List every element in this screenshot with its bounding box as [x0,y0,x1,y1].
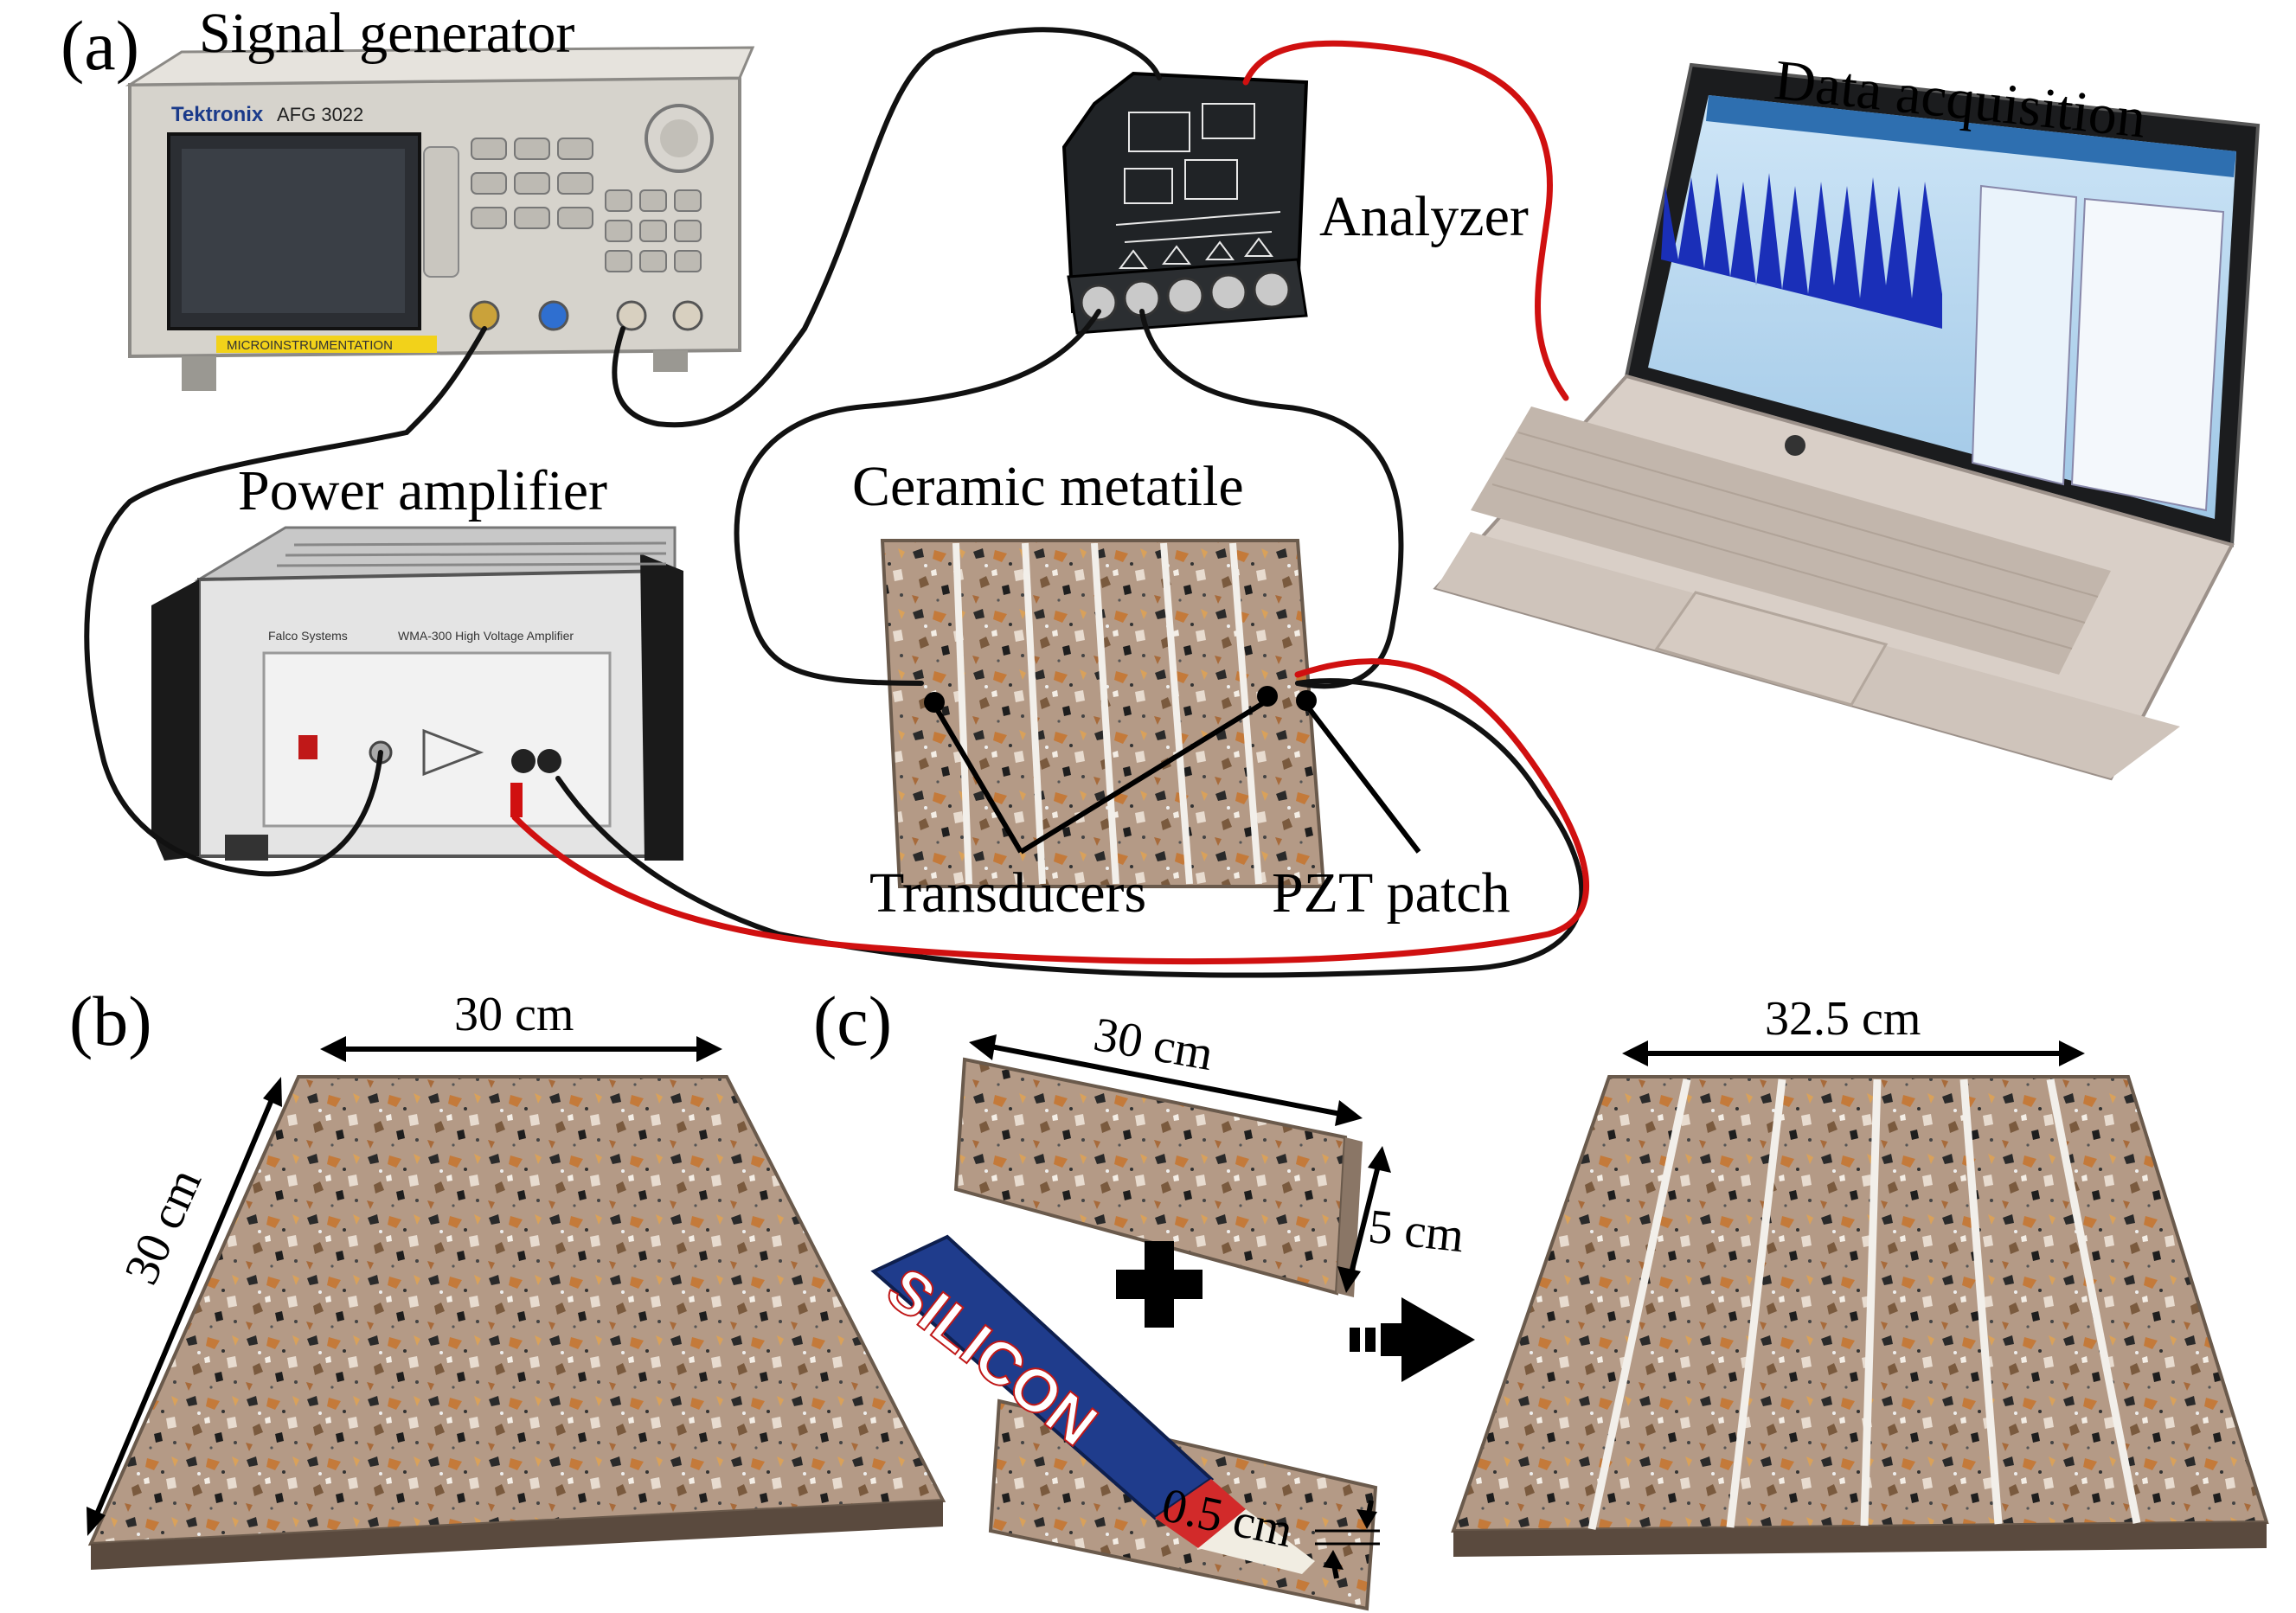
result-width-label: 32.5 cm [1765,992,1921,1046]
transducer-marker-left [924,692,945,713]
strip-width-label: 5 cm [1365,1200,1467,1264]
dimension-arrows-b [87,1036,722,1536]
laptop-device [1433,62,2261,781]
sg-brand-text: Tektronix [171,103,264,126]
amp-brand-text: Falco Systems [268,629,348,643]
plus-sign-icon [1116,1241,1203,1328]
result-arrow-icon [1350,1297,1475,1382]
metatile-result-photo [1451,1075,2269,1557]
panel-c-tag: (c) [813,982,893,1060]
plain-tile-photo [87,1075,946,1570]
power-amplifier-label: Power amplifier [238,459,608,522]
analyzer-label: Analyzer [1319,185,1529,248]
pzt-patch-label: PZT patch [1272,861,1510,925]
panel-a-tag: (a) [61,6,140,85]
ceramic-metatile-photo [880,539,1326,888]
black-cables [84,27,1585,978]
pzt-patch-marker [1296,690,1317,711]
sg-strip-text: MICROINSTRUMENTATION [227,338,393,353]
sg-model-text: AFG 3022 [277,104,363,125]
signal-generator-label: Signal generator [199,2,575,65]
panel-b-tag: (b) [69,982,152,1060]
analyzer-device [1061,71,1309,335]
amp-model-text: WMA-300 High Voltage Amplifier [398,629,574,643]
red-cables [511,40,1589,965]
power-amplifier-device: Falco Systems WMA-300 High Voltage Ampli… [151,526,683,861]
transducer-pointers [932,698,1421,855]
ceramic-metatile-label: Ceramic metatile [852,455,1244,518]
dimension-arrows-c [969,1034,2085,1579]
signal-generator-device: Tektronix AFG 3022 MICROINSTRUMENTATION [125,46,755,391]
width-dimension-label-b: 30 cm [454,988,574,1041]
transducer-marker-right [1257,686,1278,707]
transducers-label: Transducers [869,861,1147,925]
